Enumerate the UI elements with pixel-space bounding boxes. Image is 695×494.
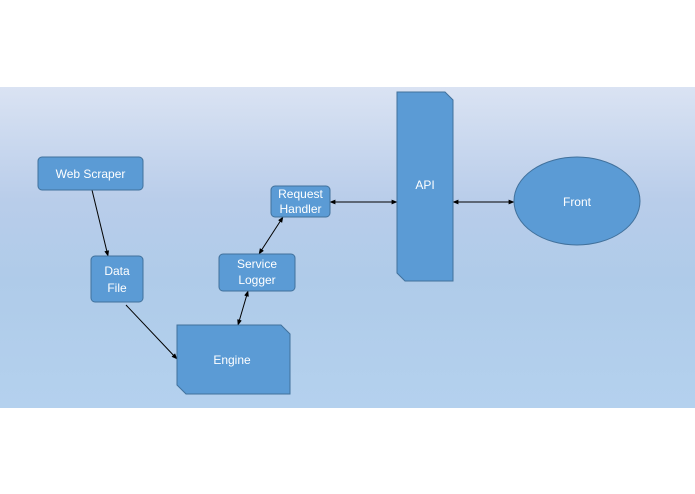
connector-datafile-engine [125,304,178,360]
node-api-label: API [415,178,434,192]
node-service-logger-label-line1: Service [237,257,277,271]
connector-webscraper-datafile [91,189,110,257]
node-request-handler-label-line1: Request [278,187,323,201]
connector-engine-servicelogger [237,290,249,326]
node-data-file: Data File [90,255,144,303]
node-request-handler: Request Handler [270,185,331,218]
node-engine: Engine [176,324,291,395]
node-data-file-label-line2: File [107,281,127,295]
node-front: Front [513,156,641,246]
node-service-logger-label-line2: Logger [238,273,275,287]
node-request-handler-label-line2: Handler [279,202,321,216]
connector-servicelogger-requesthandler [258,216,284,255]
node-front-label: Front [563,195,592,209]
diagram-background [0,87,695,408]
node-engine-label: Engine [213,353,251,367]
node-api: API [396,91,454,282]
node-web-scraper-label: Web Scraper [56,167,126,181]
node-service-logger: Service Logger [218,253,296,292]
node-web-scraper: Web Scraper [37,156,144,191]
node-data-file-label-line1: Data [104,264,130,278]
